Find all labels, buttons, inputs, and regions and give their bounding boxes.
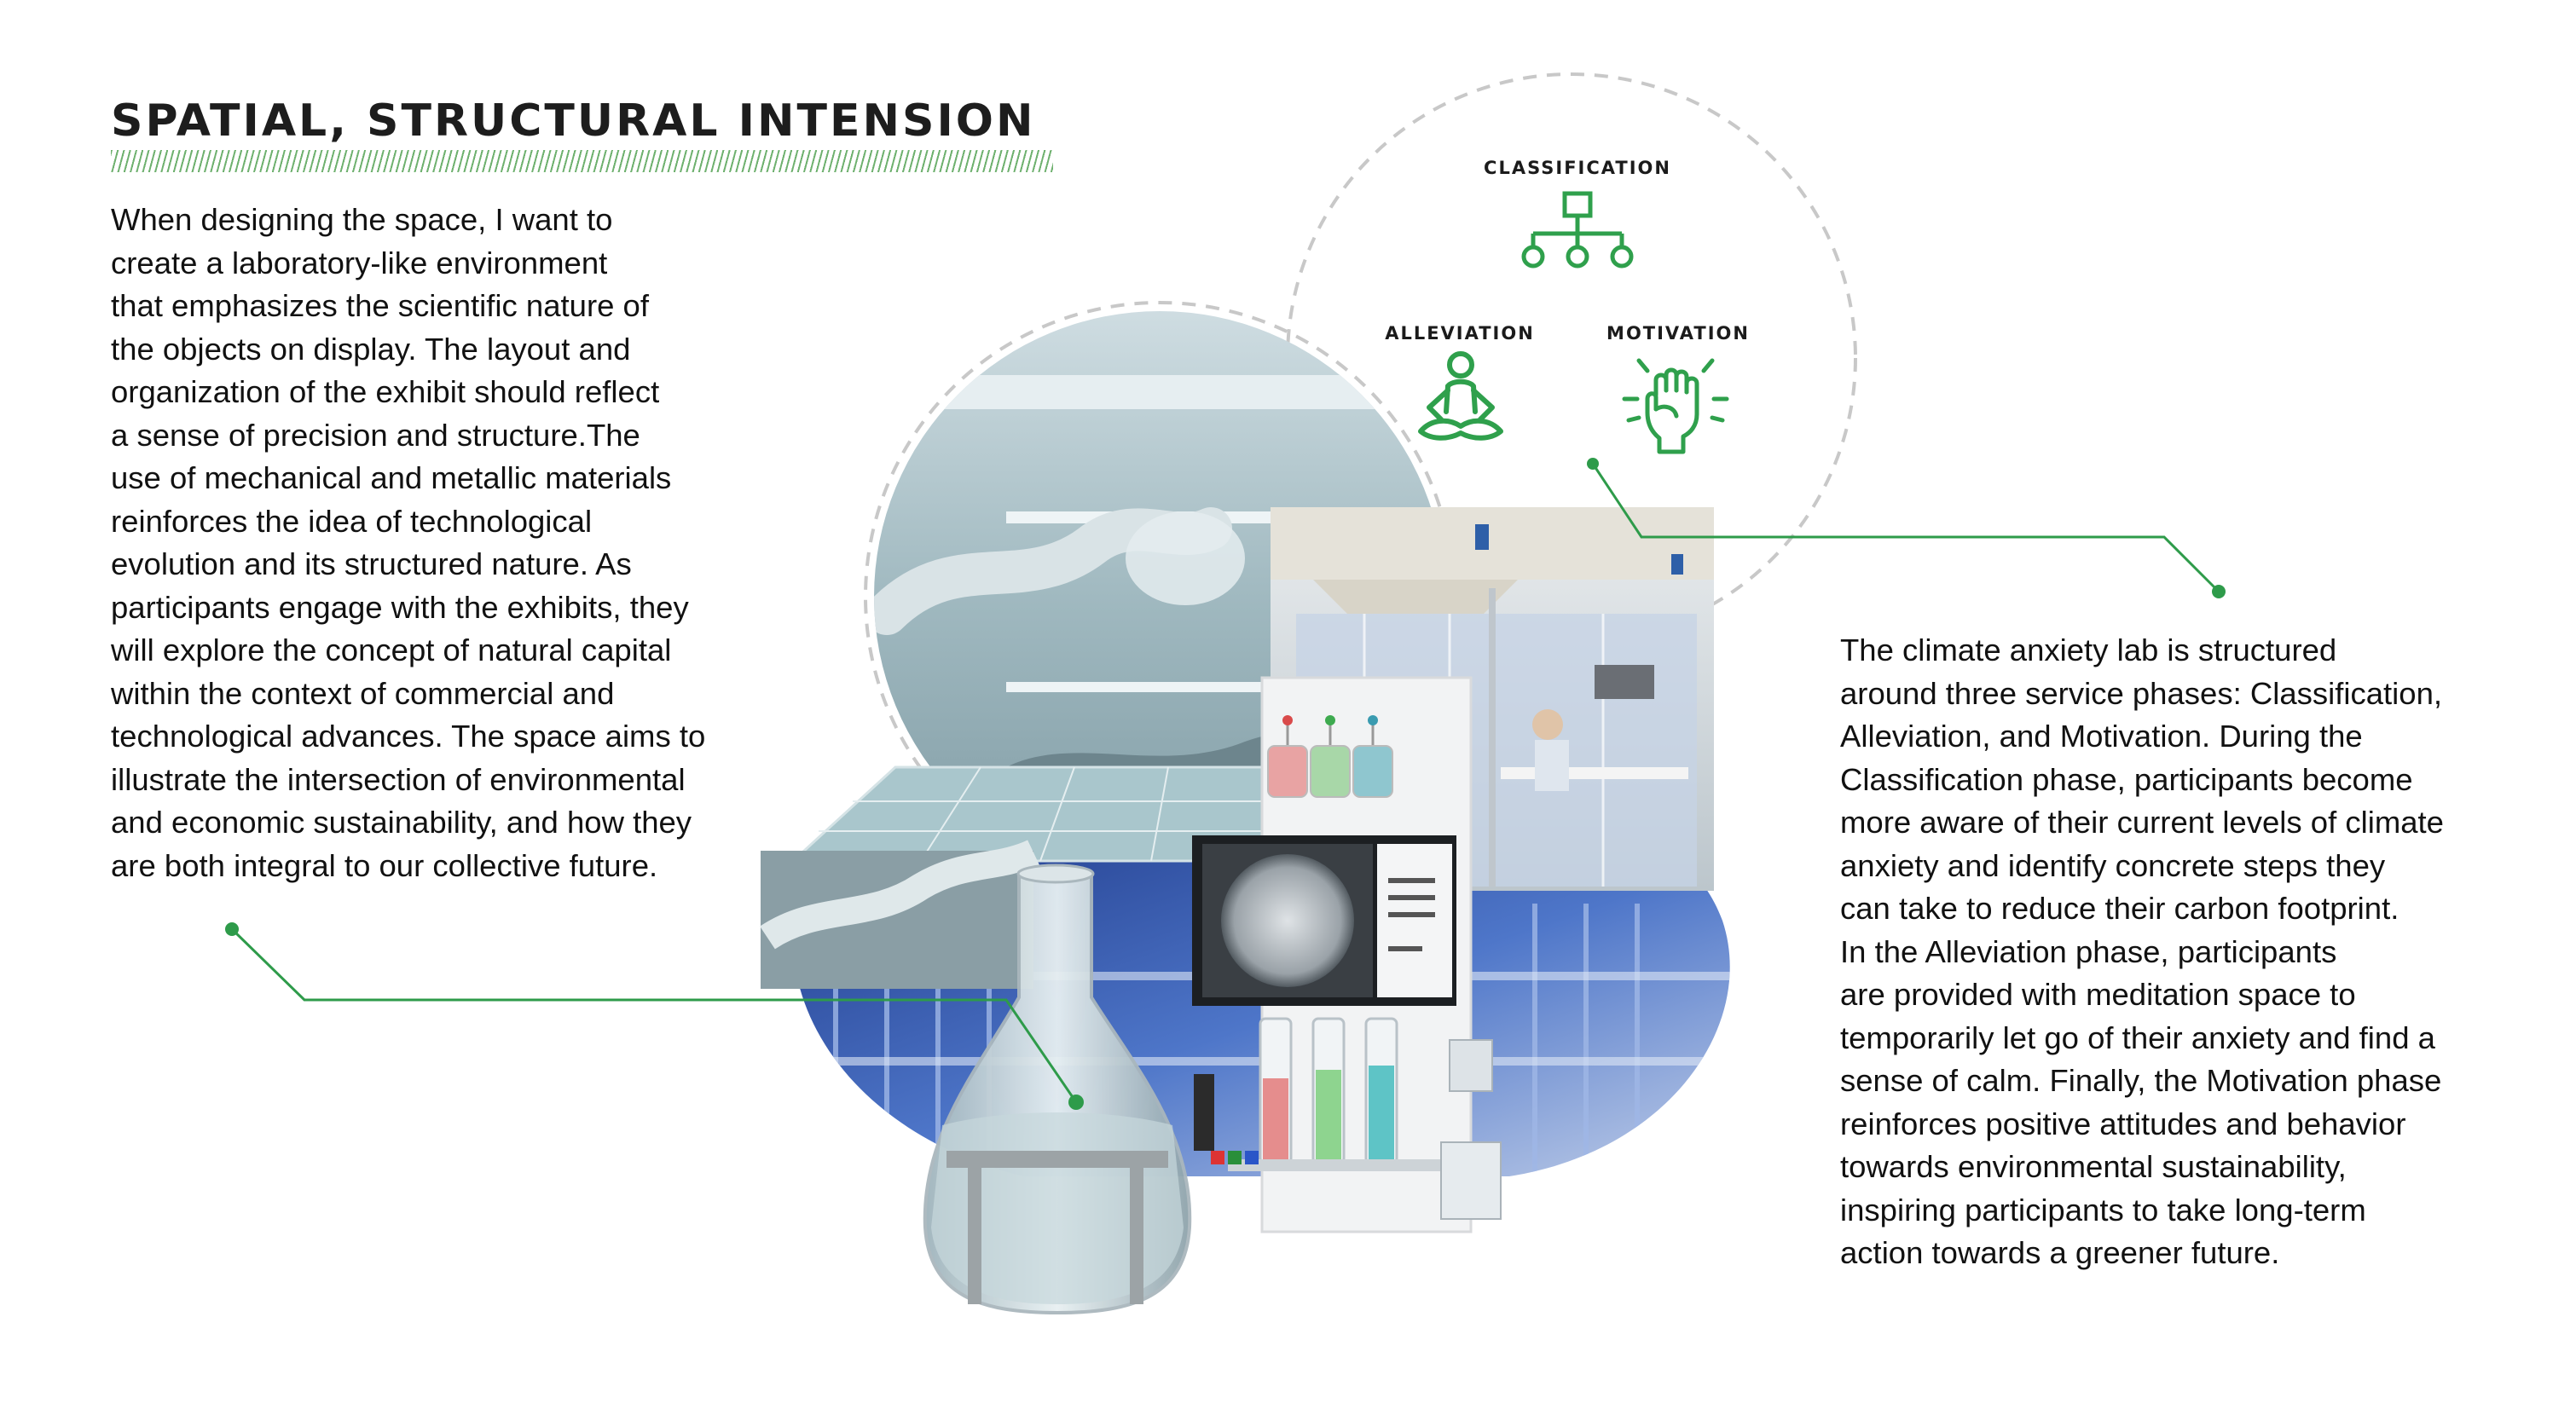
connector-right bbox=[1591, 463, 2220, 593]
label-motivation: MOTIVATION bbox=[1606, 323, 1750, 344]
right-paragraph: The climate anxiety lab is structured ar… bbox=[1840, 633, 2444, 1270]
label-classification: CLASSIFICATION bbox=[1484, 158, 1671, 178]
label-alleviation: ALLEVIATION bbox=[1385, 323, 1535, 344]
page-title: SPATIAL, STRUCTURAL INTENSION bbox=[111, 95, 1036, 147]
meditation-icon bbox=[1418, 351, 1503, 441]
connector-left bbox=[230, 927, 1078, 1103]
raised-fist-icon bbox=[1622, 358, 1729, 454]
hierarchy-icon bbox=[1521, 191, 1634, 269]
hatch-rule bbox=[111, 150, 1053, 172]
left-paragraph: When designing the space, I want to crea… bbox=[111, 202, 706, 883]
